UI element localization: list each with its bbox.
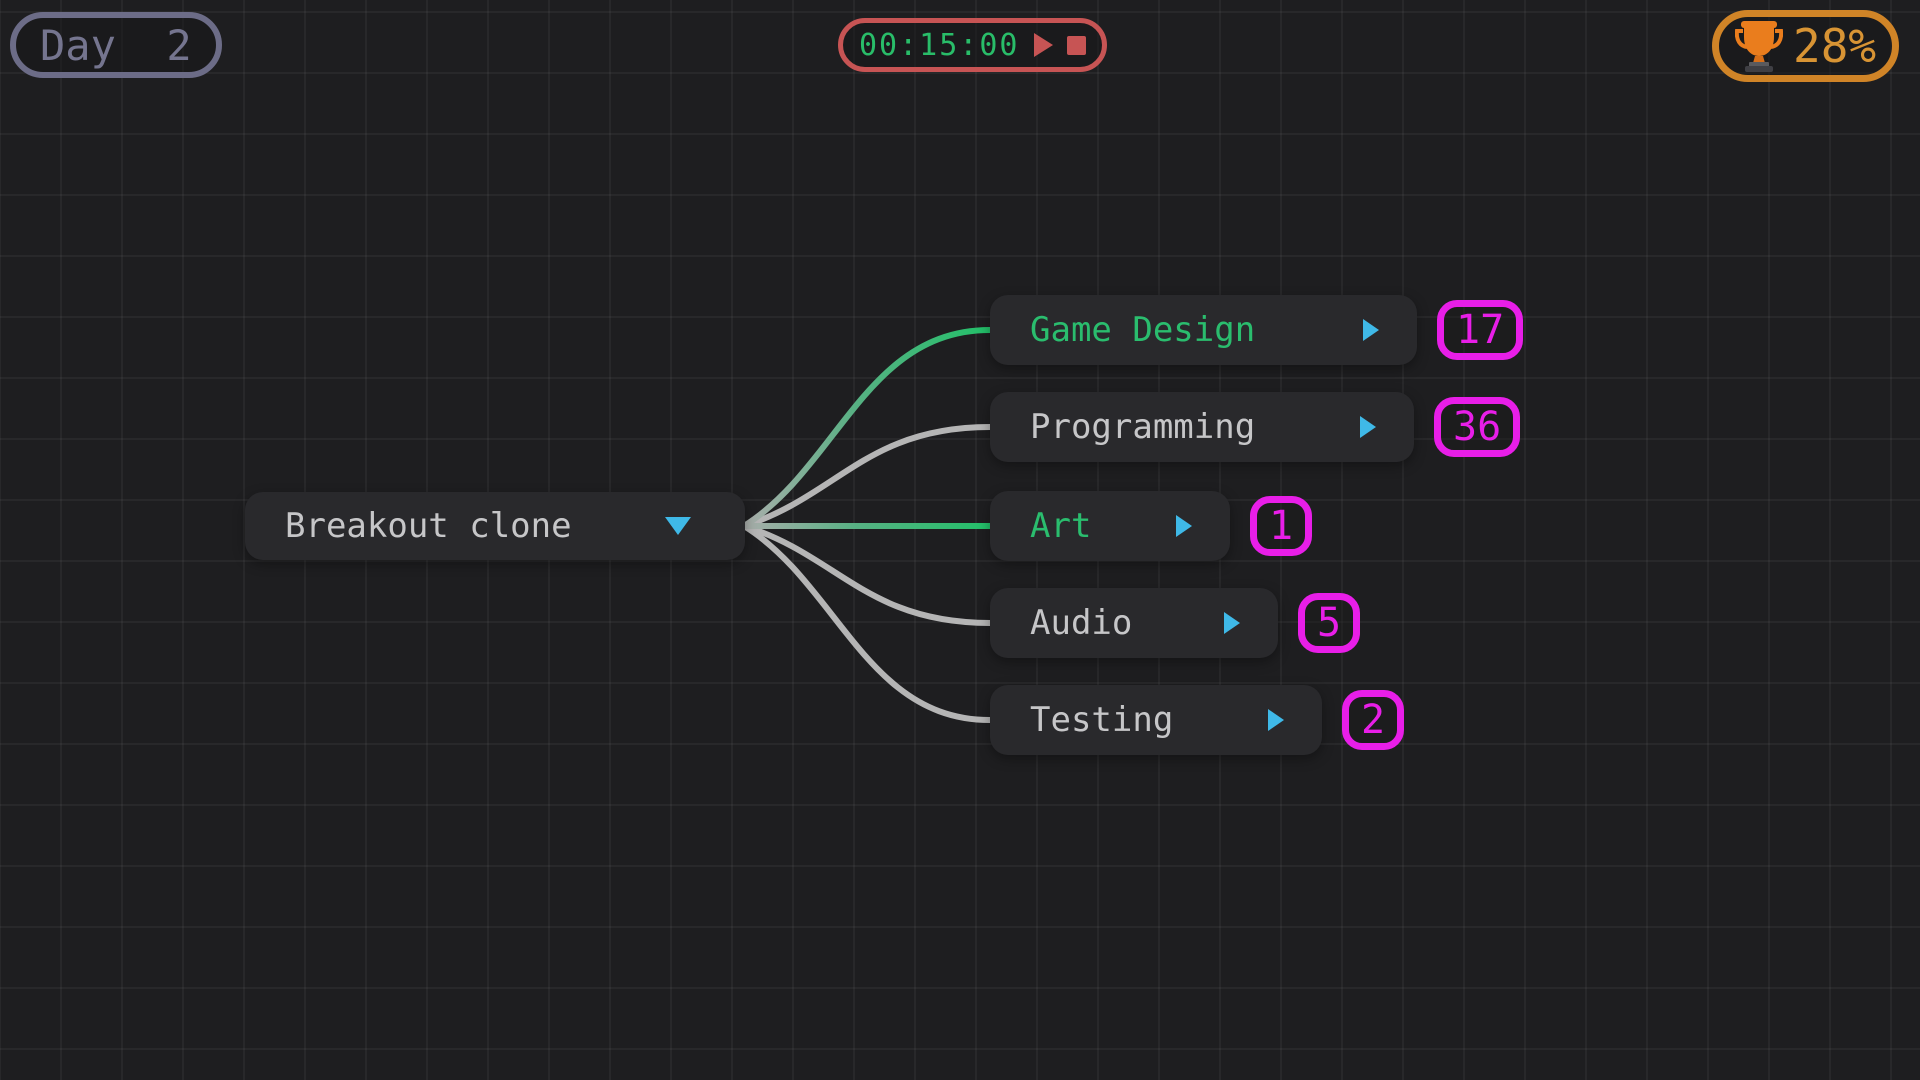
expand-icon[interactable] xyxy=(1176,515,1192,537)
branch-row: Game Design 17 xyxy=(990,295,1524,365)
stop-icon[interactable] xyxy=(1066,35,1086,55)
branch-row: Programming 36 xyxy=(990,392,1521,462)
trophy-icon xyxy=(1735,21,1783,72)
progress-value: 28% xyxy=(1793,19,1877,73)
node-art[interactable]: Art xyxy=(990,491,1230,561)
task-count-badge: 17 xyxy=(1437,300,1524,360)
node-label: Programming xyxy=(1030,407,1256,447)
node-audio[interactable]: Audio xyxy=(990,588,1278,658)
play-icon[interactable] xyxy=(1033,33,1053,57)
branch-row: Art 1 xyxy=(990,491,1313,561)
task-count-badge: 1 xyxy=(1250,496,1313,556)
branch-row: Audio 5 xyxy=(990,588,1361,658)
branch-row: Testing 2 xyxy=(990,685,1405,755)
edge-programming xyxy=(741,424,993,529)
node-label: Art xyxy=(1030,506,1092,546)
node-testing[interactable]: Testing xyxy=(990,685,1322,755)
edge-testing xyxy=(741,523,993,723)
timer-time: 00:15:00 xyxy=(859,27,1020,63)
node-label: Audio xyxy=(1030,603,1133,643)
edge-game-design xyxy=(741,327,993,529)
collapse-icon[interactable] xyxy=(665,517,691,535)
expand-icon[interactable] xyxy=(1224,612,1240,634)
task-count-badge: 36 xyxy=(1434,397,1521,457)
task-count-badge: 5 xyxy=(1298,593,1361,653)
progress-badge: 28% xyxy=(1712,10,1900,82)
node-programming[interactable]: Programming xyxy=(990,392,1414,462)
root-node-breakout-clone[interactable]: Breakout clone xyxy=(245,492,745,560)
node-label: Testing xyxy=(1030,700,1174,740)
node-game-design[interactable]: Game Design xyxy=(990,295,1417,365)
day-badge: Day 2 xyxy=(10,12,222,78)
expand-icon[interactable] xyxy=(1363,319,1379,341)
node-label: Game Design xyxy=(1030,310,1256,350)
timer-widget: 00:15:00 xyxy=(838,18,1107,72)
expand-icon[interactable] xyxy=(1268,709,1284,731)
root-node-label: Breakout clone xyxy=(285,506,572,546)
expand-icon[interactable] xyxy=(1360,416,1376,438)
task-count-badge: 2 xyxy=(1342,690,1405,750)
edge-audio xyxy=(741,523,993,626)
